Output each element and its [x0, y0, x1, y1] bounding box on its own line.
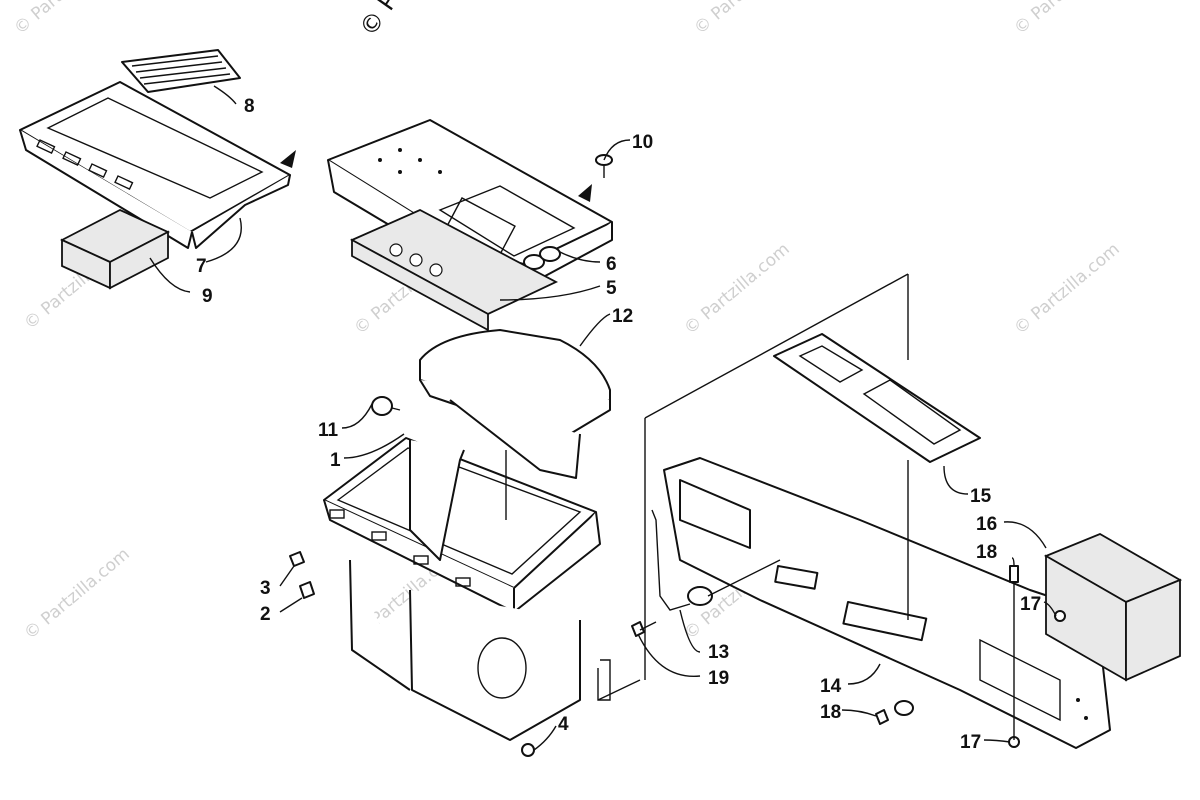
part-3-clip: [289, 551, 305, 567]
part-18-bolt-lower: [875, 700, 914, 725]
part-8-screen: [121, 49, 241, 93]
callout-7: 7: [196, 256, 207, 277]
part-16-foam: [1043, 533, 1183, 682]
callout-3: 3: [260, 578, 271, 599]
part-5-foam: [349, 209, 559, 332]
callout-17-lower: 17: [960, 732, 981, 753]
part-13-grommet: [651, 509, 713, 611]
watermark: © Partzilla.com: [1010, 239, 1123, 339]
callout-19: 19: [708, 668, 729, 689]
callout-12: 12: [612, 306, 633, 327]
part-11-cap: [371, 396, 401, 416]
part-4-nut: [521, 743, 535, 757]
part-17-nut-upper: [1054, 610, 1066, 622]
callout-10: 10: [632, 132, 653, 153]
callout-15: 15: [970, 486, 992, 507]
callout-1: 1: [330, 450, 341, 471]
part-12-lid: [419, 329, 611, 479]
part-15-gasket: [773, 333, 981, 463]
assembly-lines: [597, 273, 909, 701]
part-19-bolt: [631, 621, 657, 637]
callout-13: 13: [708, 642, 729, 663]
watermark: © Partzilla.com: [10, 0, 123, 39]
callout-18-upper: 18: [976, 542, 997, 563]
watermark: © Partzilla.com: [1010, 0, 1123, 39]
callout-17-upper: 17: [1020, 594, 1041, 615]
watermark-layer: © Pa © Partzilla.com © Partzilla.com © P…: [10, 0, 1123, 644]
watermark: © Partzilla.com: [20, 544, 133, 644]
callout-16: 16: [976, 514, 997, 535]
callout-8: 8: [244, 96, 255, 117]
watermark: © Partzilla.com: [690, 0, 803, 39]
callout-labels: 8 10 7 6 5 9 12 11 1 3 2 4 13 19 14 15 1…: [196, 96, 1041, 753]
callout-11: 11: [318, 420, 339, 441]
part-2-screw: [299, 581, 315, 599]
watermark: © Partzilla.com: [680, 239, 793, 339]
callout-4: 4: [558, 714, 569, 735]
callout-18-lower: 18: [820, 702, 841, 723]
part-14-housing: [663, 457, 1111, 749]
callout-9: 9: [202, 286, 213, 307]
part-9-foam: [59, 208, 171, 290]
part-7-cover: [19, 81, 296, 249]
callout-2: 2: [260, 604, 271, 625]
callout-14: 14: [820, 676, 842, 697]
part-1-airbox: [323, 437, 601, 741]
callout-5: 5: [606, 278, 617, 299]
callout-leaders: [149, 85, 1057, 751]
callout-6: 6: [606, 254, 617, 275]
watermark-top: © Pa: [354, 0, 411, 41]
